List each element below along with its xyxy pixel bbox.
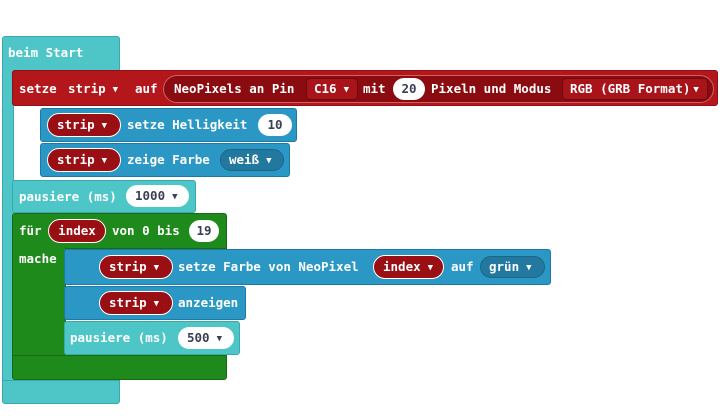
for-label: für: [19, 223, 42, 238]
set-connector: auf: [135, 81, 158, 96]
set-pixel-color-value: grün: [489, 259, 520, 274]
pause-1-label: pausiere (ms): [19, 189, 117, 204]
show-label: anzeigen: [178, 295, 239, 310]
mode-dropdown[interactable]: RGB (GRB Format)▼: [562, 78, 708, 100]
chevron-down-icon: ▼: [216, 334, 222, 344]
pin-dropdown[interactable]: C16 ▼: [306, 78, 358, 100]
chevron-down-icon: ▼: [526, 263, 532, 273]
pixel-count-input[interactable]: 20: [393, 78, 425, 100]
chevron-down-icon: ▼: [172, 192, 178, 202]
pause-2-label: pausiere (ms): [70, 330, 168, 345]
set-pixel-strip-name: strip: [109, 259, 147, 274]
chevron-down-icon: ▼: [343, 85, 349, 95]
set-pixel-strip-variable[interactable]: strip ▼: [99, 255, 173, 279]
set-pixel-index-name: index: [383, 259, 421, 274]
show-color-label: zeige Farbe: [127, 152, 210, 167]
pause-1-value: 1000: [135, 188, 166, 203]
chevron-down-icon: ▼: [153, 299, 160, 309]
brightness-strip-name: strip: [57, 117, 95, 132]
brightness-label: setze Helligkeit: [127, 117, 248, 132]
brightness-input[interactable]: 10: [258, 114, 292, 136]
chevron-down-icon: ▼: [266, 156, 272, 166]
neopixel-label-mit: mit: [363, 81, 386, 96]
set-keyword: setze: [19, 81, 57, 96]
neopixel-label-prefix: NeoPixels an Pin: [174, 81, 295, 96]
chevron-down-icon: ▼: [427, 263, 434, 273]
brightness-strip-variable[interactable]: strip ▼: [47, 113, 121, 137]
pause-2-dropdown[interactable]: 500 ▼: [178, 327, 234, 349]
show-strip-name: strip: [109, 295, 147, 310]
mode-value: RGB (GRB Format): [570, 81, 691, 96]
set-pixel-color-dropdown[interactable]: grün ▼: [480, 256, 545, 278]
chevron-down-icon: ▼: [101, 121, 108, 131]
start-block-footer: [2, 380, 120, 404]
set-pixel-index-variable[interactable]: index ▼: [373, 255, 444, 279]
show-color-strip-name: strip: [57, 152, 95, 167]
start-block-label: beim Start: [8, 45, 84, 60]
for-to-input[interactable]: 19: [189, 220, 219, 242]
for-range-label: von 0 bis: [112, 223, 180, 238]
for-loop-footer: [12, 355, 227, 380]
pause-1-dropdown[interactable]: 1000 ▼: [126, 185, 189, 207]
pause-2-value: 500: [187, 330, 210, 345]
chevron-down-icon: ▼: [693, 85, 699, 95]
chevron-down-icon: ▼: [112, 85, 119, 95]
for-loop-spine: [12, 247, 66, 359]
color-value: weiß: [229, 152, 260, 167]
set-pixel-label: setze Farbe von NeoPixel: [178, 259, 359, 274]
for-index-variable[interactable]: index: [48, 219, 106, 243]
start-block-header[interactable]: [2, 36, 120, 72]
set-variable-name: strip: [68, 81, 106, 96]
neopixel-label-mode: Pixeln und Modus: [431, 81, 552, 96]
pin-value: C16: [314, 81, 337, 96]
chevron-down-icon: ▼: [153, 263, 160, 273]
chevron-down-icon: ▼: [101, 156, 108, 166]
show-strip-variable[interactable]: strip ▼: [99, 291, 173, 315]
set-pixel-auf-label: auf: [451, 259, 474, 274]
set-variable-dropdown[interactable]: strip ▼: [68, 81, 118, 99]
color-dropdown[interactable]: weiß ▼: [220, 149, 284, 171]
do-label: mache: [19, 251, 57, 266]
show-color-strip-variable[interactable]: strip ▼: [47, 148, 121, 172]
